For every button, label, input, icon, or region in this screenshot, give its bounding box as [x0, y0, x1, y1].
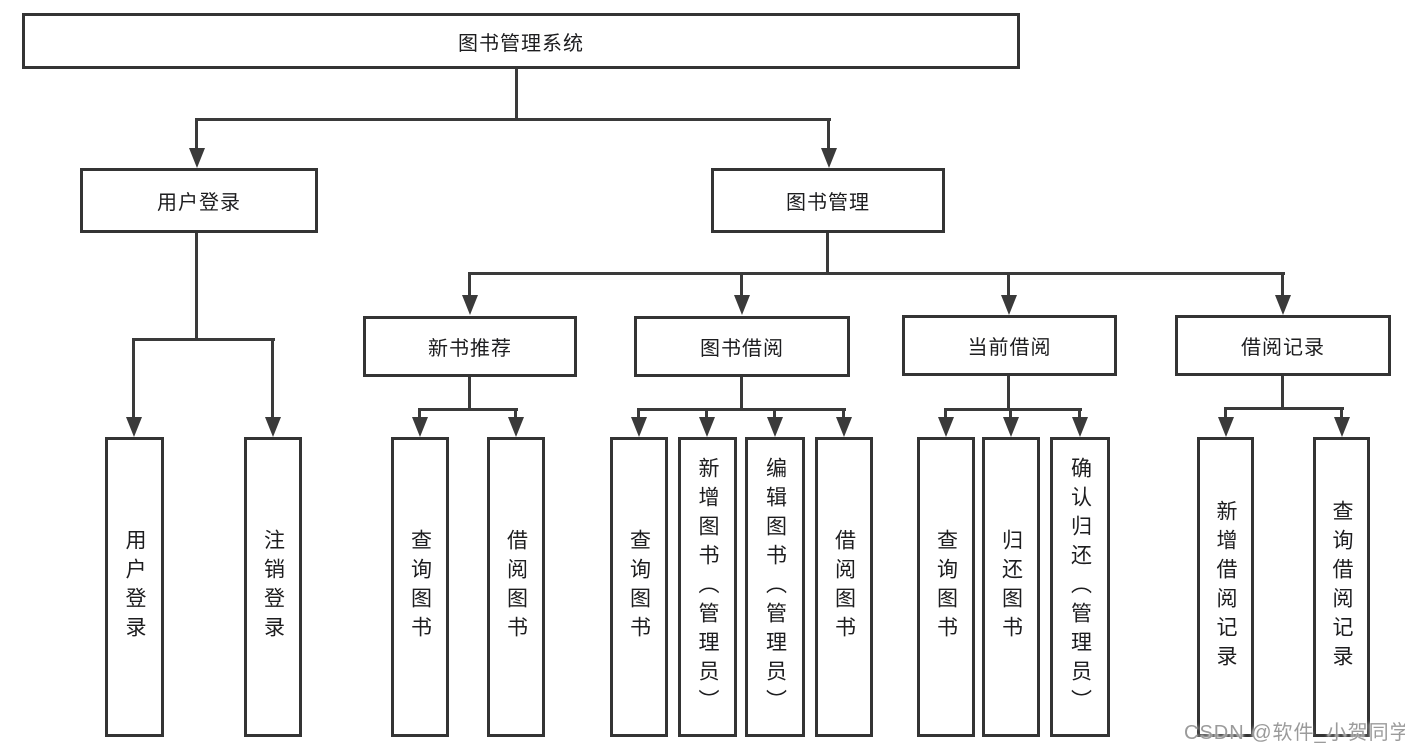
arrow-to-leaf [631, 417, 647, 437]
connector-drop-leaf [271, 338, 274, 417]
node-label: 当前借阅 [967, 337, 1052, 359]
node-label: 图书管理 [786, 192, 870, 214]
arrow-to-leaf [508, 417, 524, 437]
leaf-user-login: 用户登录 [105, 437, 164, 737]
arrow-to-leaf [938, 417, 954, 437]
leaf-add-book-admin: 新增图书（管理员） [678, 437, 737, 737]
connector-drop-book-management [827, 118, 830, 150]
leaf-label: 借阅图书 [832, 529, 856, 645]
connector-drop-level3 [1281, 272, 1284, 295]
node-label: 新书推荐 [428, 338, 512, 360]
leaf-label: 借阅图书 [504, 529, 528, 645]
leaf-query-borrow-record: 查询借阅记录 [1313, 437, 1370, 737]
leaf-label: 新增图书（管理员） [696, 456, 720, 718]
arrow-to-leaf [1218, 417, 1234, 437]
leaf-label: 查询图书 [934, 529, 958, 645]
leaf-return-book: 归还图书 [982, 437, 1040, 737]
leaf-label: 注销登录 [261, 529, 285, 645]
arrow-to-leaf [412, 417, 428, 437]
node-label: 用户登录 [157, 192, 241, 214]
leaf-query-books-recommend: 查询图书 [391, 437, 449, 737]
connector-drop-leaf [1340, 407, 1343, 417]
connector-drop-level3 [1007, 272, 1010, 295]
node-label: 借阅记录 [1241, 337, 1325, 359]
connector-book-borrowing-rail [637, 408, 846, 411]
connector-drop-leaf [514, 408, 517, 417]
connector-borrowing-records-stem [1281, 376, 1284, 407]
arrow-to-current-borrowing [1001, 295, 1017, 315]
connector-book-borrowing-stem [740, 377, 743, 408]
connector-drop-leaf [637, 408, 640, 417]
connector-drop-leaf [1078, 408, 1081, 417]
leaf-label: 编辑图书（管理员） [763, 456, 787, 718]
connector-drop-leaf [1009, 408, 1012, 417]
connector-current-borrowing-rail [944, 408, 1082, 411]
node-user-login: 用户登录 [80, 168, 318, 233]
connector-drop-leaf [842, 408, 845, 417]
leaf-query-books-borrowing: 查询图书 [610, 437, 668, 737]
connector-drop-level3 [468, 272, 471, 295]
connector-book-management-rail [468, 272, 1285, 275]
csdn-watermark: CSDN @软件_小贺同学 [1184, 722, 1405, 744]
connector-user-login-rail [132, 338, 275, 341]
leaf-borrow-books-recommend: 借阅图书 [487, 437, 545, 737]
connector-drop-leaf [132, 338, 135, 417]
arrow-to-book-borrowing [734, 295, 750, 315]
arrow-to-user-login [189, 148, 205, 168]
leaf-label: 查询借阅记录 [1330, 500, 1354, 674]
leaf-logout: 注销登录 [244, 437, 302, 737]
leaf-label: 查询图书 [627, 529, 651, 645]
connector-borrowing-records-rail [1224, 407, 1344, 410]
arrow-to-new-book-recommend [462, 295, 478, 315]
connector-drop-leaf [773, 408, 776, 417]
connector-drop-leaf [944, 408, 947, 417]
leaf-label: 查询图书 [408, 529, 432, 645]
node-borrowing-records: 借阅记录 [1175, 315, 1391, 376]
leaf-borrow-books: 借阅图书 [815, 437, 873, 737]
arrow-to-leaf [1334, 417, 1350, 437]
node-label: 图书借阅 [700, 338, 784, 360]
arrow-to-leaf [1003, 417, 1019, 437]
leaf-confirm-return-admin: 确认归还（管理员） [1050, 437, 1110, 737]
leaf-edit-book-admin: 编辑图书（管理员） [745, 437, 805, 737]
arrow-to-leaf-user-login [126, 417, 142, 437]
connector-current-borrowing-stem [1007, 376, 1010, 408]
connector-user-login-stem [195, 233, 198, 338]
arrow-to-leaf [699, 417, 715, 437]
connector-drop-user-login [195, 118, 198, 150]
node-label: 图书管理系统 [458, 32, 584, 55]
connector-new-book-rail [418, 408, 518, 411]
connector-root-stem [515, 69, 518, 118]
arrow-to-leaf-logout [265, 417, 281, 437]
node-book-borrowing: 图书借阅 [634, 316, 850, 377]
arrow-to-leaf [836, 417, 852, 437]
arrow-to-book-management [821, 148, 837, 168]
connector-new-book-stem [468, 377, 471, 408]
leaf-query-books-current: 查询图书 [917, 437, 975, 737]
arrow-to-borrowing-records [1275, 295, 1291, 315]
leaf-add-borrow-record: 新增借阅记录 [1197, 437, 1254, 737]
node-book-management: 图书管理 [711, 168, 945, 233]
connector-root-rail [195, 118, 831, 121]
leaf-label: 新增借阅记录 [1214, 500, 1238, 674]
leaf-label: 归还图书 [999, 529, 1023, 645]
connector-book-management-stem [826, 233, 829, 272]
node-new-book-recommend: 新书推荐 [363, 316, 577, 377]
connector-drop-leaf [418, 408, 421, 417]
arrow-to-leaf [767, 417, 783, 437]
node-root-library-management-system: 图书管理系统 [22, 13, 1020, 69]
leaf-label: 确认归还（管理员） [1068, 456, 1092, 718]
connector-drop-leaf [705, 408, 708, 417]
node-current-borrowing: 当前借阅 [902, 315, 1117, 376]
connector-drop-level3 [740, 272, 743, 295]
connector-drop-leaf [1224, 407, 1227, 417]
arrow-to-leaf [1072, 417, 1088, 437]
leaf-label: 用户登录 [123, 529, 147, 645]
